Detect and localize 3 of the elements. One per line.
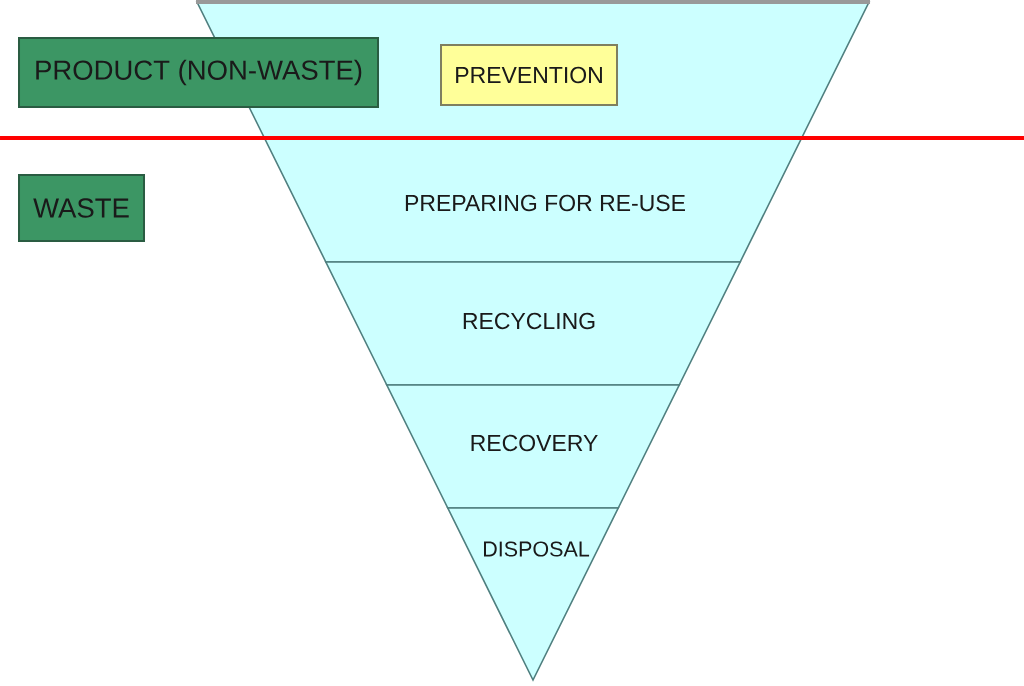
category-box: WASTE — [18, 174, 145, 242]
category-box: PRODUCT (NON-WASTE) — [18, 37, 379, 108]
label-box: PREVENTION — [440, 44, 618, 106]
